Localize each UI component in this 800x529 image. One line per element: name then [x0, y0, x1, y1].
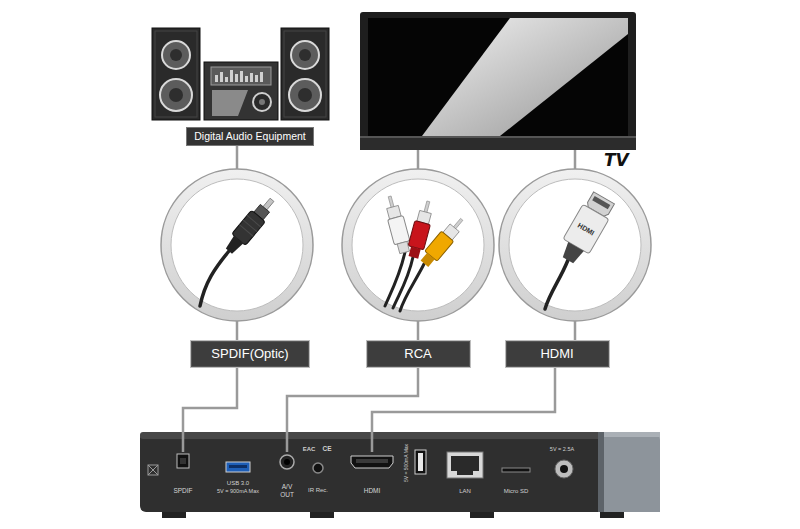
connection-label-box: SPDIF(Optic) — [190, 340, 310, 368]
set-top-box — [140, 432, 660, 518]
port-socket: HDMI — [347, 452, 397, 496]
port-label: A/V OUT — [276, 483, 298, 498]
port-symbol — [270, 452, 304, 472]
rating-label: 5V = 2.5A — [550, 447, 574, 453]
connection-label-box: RCA — [366, 340, 471, 368]
cable-connector — [183, 368, 237, 452]
rating-label: 5V = 900mA Max — [217, 489, 259, 495]
device-label: TV — [604, 151, 629, 170]
tv-screen: TV — [360, 12, 636, 150]
port-label: LAN — [459, 488, 471, 494]
hdmi-cable-circle — [499, 169, 651, 321]
cable-connector — [372, 368, 555, 452]
port-socket: SPDIF — [166, 452, 200, 496]
box-label: HDMI — [540, 347, 573, 361]
certification-mark: CE — [322, 446, 331, 453]
box-label: SPDIF(Optic) — [211, 347, 288, 361]
connection-label-box: HDMI — [505, 340, 610, 368]
port-socket: A/V OUT — [270, 452, 304, 500]
port-label: SPDIF — [173, 487, 192, 494]
stereo-illustration — [152, 28, 329, 120]
tv-illustration — [360, 12, 636, 150]
port-symbol — [166, 452, 200, 472]
port-symbol — [347, 452, 397, 472]
spdif-cable-circle — [161, 169, 313, 321]
plug-marking: HDMI — [577, 221, 596, 236]
rating-label: 5V = 500mA Max — [404, 444, 409, 482]
port-label: HDMI — [364, 487, 381, 494]
port-label: USB 3.0 — [227, 480, 249, 486]
port-label: IR Rec. — [308, 487, 328, 493]
rca-cable-circle — [342, 169, 494, 321]
port-label: Micro SD — [504, 488, 529, 494]
equipment-label-box: Digital Audio Equipment — [186, 127, 314, 146]
cable-connector — [287, 368, 418, 452]
box-label: Digital Audio Equipment — [194, 131, 306, 143]
certification-mark: EAC — [303, 446, 316, 452]
box-label: RCA — [404, 347, 431, 361]
